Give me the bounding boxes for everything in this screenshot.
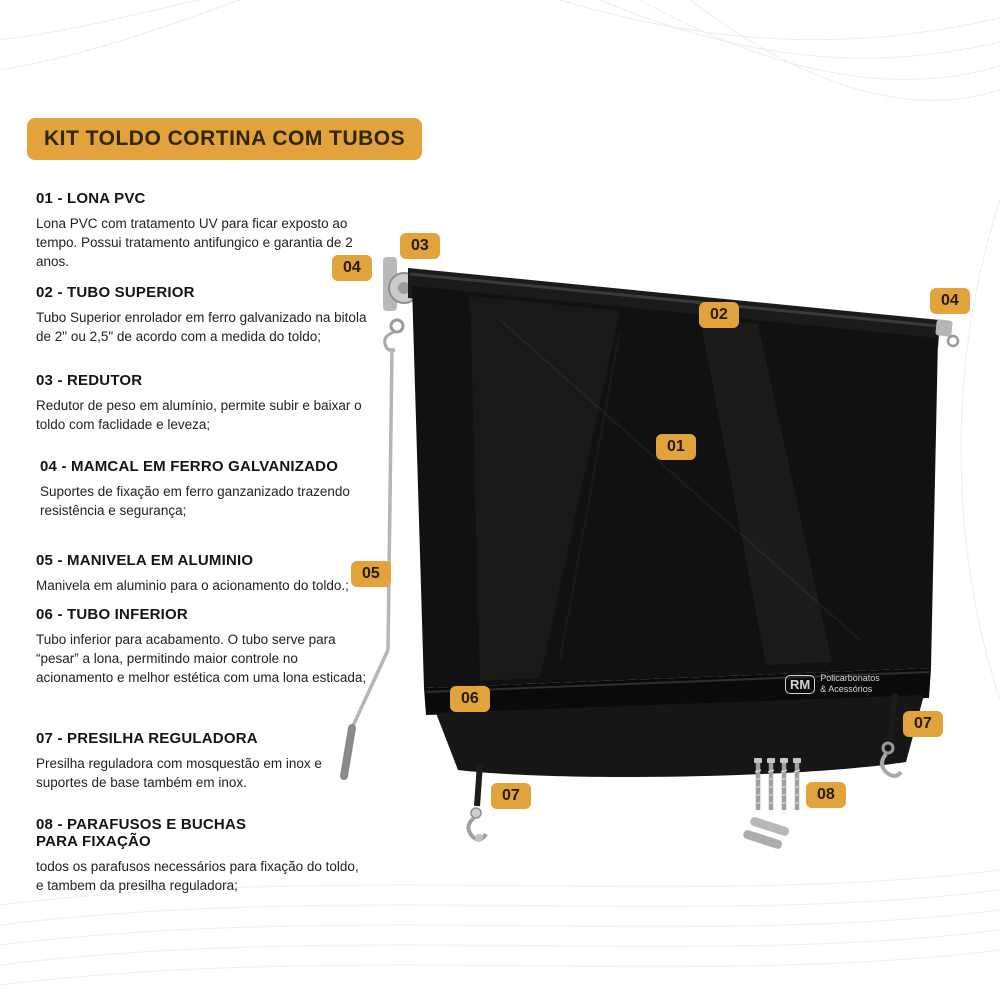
section-02-tubo-superior: 02 - TUBO SUPERIOR Tubo Superior enrolad… (36, 284, 368, 346)
section-body: Presilha reguladora com mosquestão em in… (36, 756, 322, 791)
section-body: Tubo Superior enrolador em ferro galvani… (36, 310, 367, 345)
badge-04-left: 04 (332, 255, 372, 281)
brand-text: Policarbonatos & Acessórios (820, 673, 880, 696)
page-title: KIT TOLDO CORTINA COM TUBOS (27, 118, 423, 160)
section-08-parafusos: 08 - PARAFUSOS E BUCHAS PARA FIXAÇÃO tod… (36, 816, 368, 895)
badge-08: 08 (806, 782, 846, 808)
brand-line1: Policarbonatos (820, 673, 880, 683)
right-bracket (935, 319, 960, 348)
section-body: todos os parafusos necessários para fixa… (36, 859, 359, 894)
section-heading: 02 - TUBO SUPERIOR (36, 284, 195, 301)
section-heading: 01 - LONA PVC (36, 190, 146, 207)
section-heading: 06 - TUBO INFERIOR (36, 606, 188, 623)
section-heading: 05 - MANIVELA EM ALUMINIO (36, 552, 254, 569)
section-heading: 03 - REDUTOR (36, 372, 143, 389)
section-body: Manivela em aluminio para o acionamento … (36, 578, 349, 593)
badge-07-left: 07 (491, 783, 531, 809)
section-05-manivela: 05 - MANIVELA EM ALUMINIO Manivela em al… (36, 552, 368, 595)
section-body: Tubo inferior para acabamento. O tubo se… (36, 632, 367, 686)
section-heading: 08 - PARAFUSOS E BUCHAS PARA FIXAÇÃO (36, 816, 247, 850)
tarp-body (412, 286, 938, 688)
section-heading: 07 - PRESILHA REGULADORA (36, 730, 258, 747)
badge-04-right: 04 (930, 288, 970, 314)
section-body: Suportes de fixação em ferro ganzanizado… (40, 484, 350, 519)
tarp-bottom-flap (436, 695, 924, 777)
brand-logo: RM (785, 674, 816, 694)
badge-03: 03 (400, 233, 440, 259)
left-bracket-and-reducer (383, 257, 420, 334)
badge-07-right: 07 (903, 711, 943, 737)
section-body: Lona PVC com tratamento UV para ficar ex… (36, 216, 353, 270)
brand-watermark: RM Policarbonatos & Acessórios (785, 673, 880, 696)
section-heading: 04 - MAMCAL EM FERRO GALVANIZADO (40, 458, 339, 475)
badge-01: 01 (656, 434, 696, 460)
section-07-presilha: 07 - PRESILHA REGULADORA Presilha regula… (36, 730, 368, 792)
section-06-tubo-inferior: 06 - TUBO INFERIOR Tubo inferior para ac… (36, 606, 368, 687)
screws-and-anchors (743, 758, 801, 849)
bottom-tube (424, 668, 931, 715)
badge-06: 06 (450, 686, 490, 712)
left-strap-clip (466, 763, 488, 842)
badge-05: 05 (351, 561, 391, 587)
right-strap-hook (880, 693, 903, 778)
section-03-redutor: 03 - REDUTOR Redutor de peso em alumínio… (36, 372, 368, 434)
badge-02: 02 (699, 302, 739, 328)
brand-line2: & Acessórios (820, 684, 873, 695)
section-body: Redutor de peso em alumínio, permite sub… (36, 398, 362, 433)
crank-handle (340, 330, 396, 780)
section-01-lona-pvc: 01 - LONA PVC Lona PVC com tratamento UV… (36, 190, 368, 271)
section-04-mamcal: 04 - MAMCAL EM FERRO GALVANIZADO Suporte… (36, 458, 372, 520)
